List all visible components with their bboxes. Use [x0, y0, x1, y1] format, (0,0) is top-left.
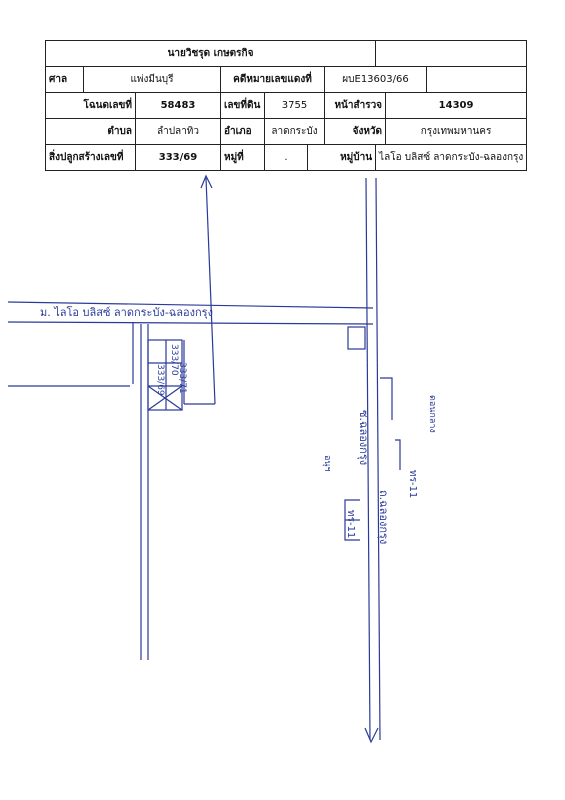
house-number: 333/71	[177, 362, 187, 394]
road-horizontal-bottom-edge	[7, 321, 374, 325]
road-vertical-label: ถ.ฉลองกรุง	[377, 490, 390, 544]
survey-label: หน้าสำรวจ	[323, 92, 387, 119]
building-value: 333/69	[135, 144, 221, 171]
case-label: คดีหมายเลขแดงที่	[220, 66, 325, 93]
road-horizontal-label: ม. ไลโอ บลิสซ์ ลาดกระบัง-ฉลองกรุง	[40, 305, 213, 319]
deed-value: 58483	[135, 92, 221, 119]
landmark-marker	[395, 439, 401, 470]
note-top-label: ดอนกลาง	[427, 395, 437, 433]
moo-value: .	[264, 144, 308, 171]
road-vertical-left-edge	[365, 177, 371, 741]
court-value: แพ่งมีนบุรี	[83, 66, 221, 93]
house-block	[147, 339, 183, 411]
property-info-table: นายวิชรุด เกษตรกิจ ศาล แพ่งมีนบุรี คดีหม…	[44, 40, 528, 171]
corner-structure	[347, 326, 366, 350]
house-number: 333/70	[169, 344, 179, 376]
deed-label: โฉนดเลขที่	[45, 92, 136, 119]
down-arrow-icon	[364, 727, 379, 744]
province-label: จังหวัด	[323, 118, 387, 145]
house-number: 333/69	[155, 364, 165, 396]
note-left-label: อนุฯ	[322, 455, 332, 472]
soi-label: ซ.ฉลองกรุง	[357, 410, 370, 465]
building-label: สิ่งปลูกสร้างเลขที่	[45, 144, 136, 171]
subdistrict-label: ตำบล	[45, 118, 136, 145]
road-horizontal-top-edge	[7, 301, 374, 309]
case-value: ผบE13603/66	[323, 66, 428, 93]
land-label: เลขที่ดิน	[220, 92, 265, 119]
mark-left-label: ทร-11	[345, 510, 356, 538]
village-value: ไลโอ บลิสซ์ ลาดกระบัง-ฉลองกรุง	[375, 144, 528, 171]
landmark-marker	[380, 377, 393, 420]
case-blank-cell	[426, 66, 528, 93]
road-vertical-right-edge	[375, 177, 381, 741]
pointer-arrow	[205, 177, 216, 405]
mark-right-label: ทร-11	[407, 470, 418, 498]
arrow-head-icon	[200, 174, 213, 189]
village-label: หมู่บ้าน	[306, 144, 377, 171]
